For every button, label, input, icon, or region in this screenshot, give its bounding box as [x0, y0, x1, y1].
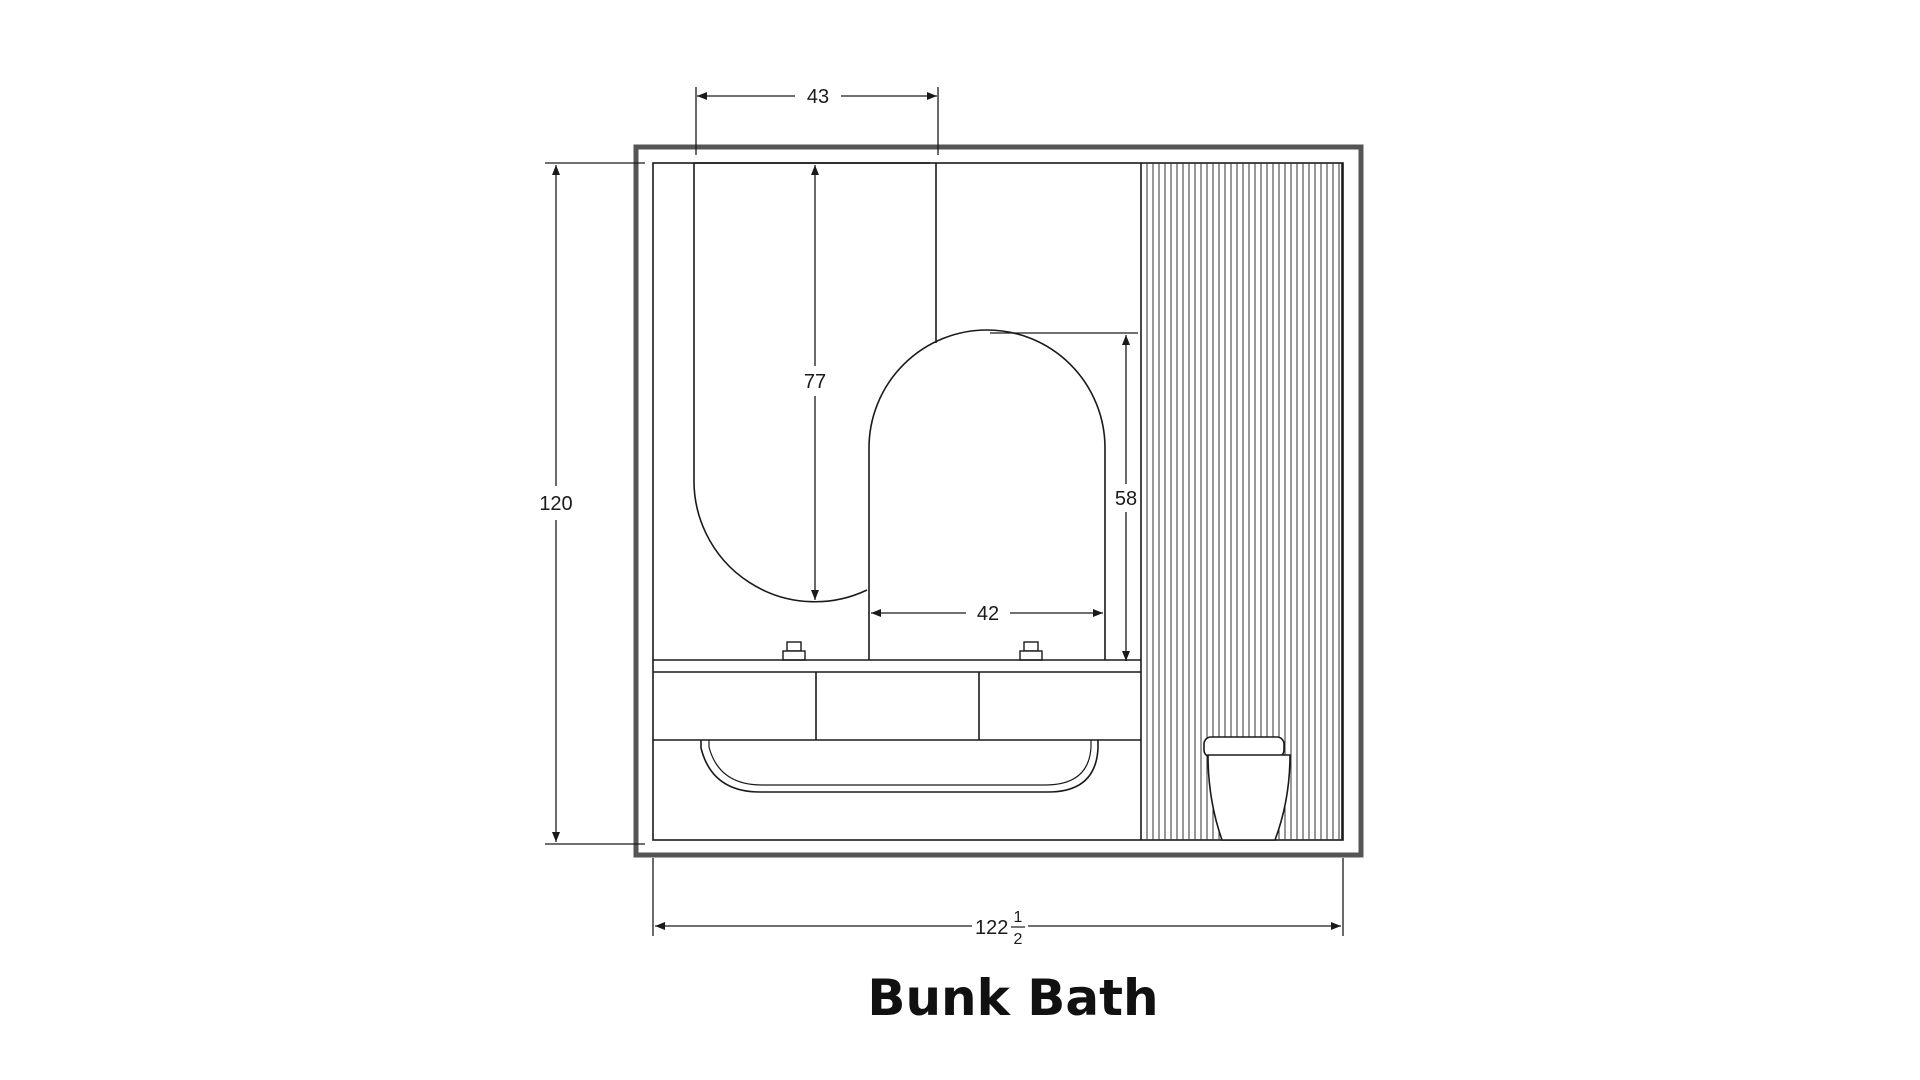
dimension-label: 58 [1115, 488, 1137, 510]
dimension-left-mirror-height: 77 [804, 165, 826, 600]
dimension-overall-width: 122 1 2 [652, 858, 1344, 948]
vanity-basin [700, 740, 1099, 793]
dimension-left-mirror-width: 43 [695, 86, 939, 155]
vanity [653, 659, 1141, 741]
room-outer-frame [633, 144, 1364, 858]
dimension-label: 43 [807, 86, 829, 108]
dimension-label: 122 [975, 917, 1008, 939]
dimension-right-mirror-height: 58 [990, 332, 1138, 661]
dimension-label: 120 [539, 493, 572, 515]
dimension-fraction-numerator: 1 [1014, 909, 1023, 926]
vanity-basin-inner [708, 740, 1092, 786]
dimension-overall-height: 120 [539, 162, 645, 845]
dimension-label: 77 [804, 371, 826, 393]
right-mirror [868, 329, 1106, 660]
drawing-title: Bunk Bath [867, 969, 1158, 1027]
dimension-fraction-denominator: 2 [1014, 931, 1023, 948]
toilet [1203, 736, 1291, 841]
room-inner-frame [652, 162, 1344, 841]
fluted-wall-panel [1140, 163, 1343, 840]
dimension-right-mirror-width: 42 [871, 603, 1103, 625]
dimension-label: 42 [977, 603, 999, 625]
faucet-left [782, 641, 806, 661]
left-mirror [693, 163, 868, 603]
faucet-right [1019, 641, 1043, 661]
